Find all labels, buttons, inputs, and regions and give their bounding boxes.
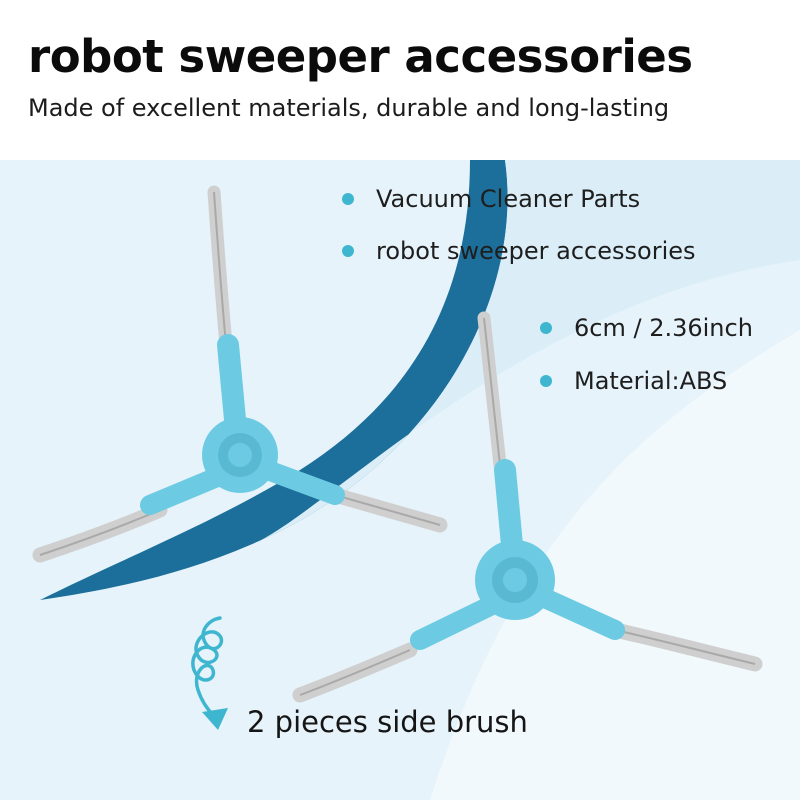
- page-title: robot sweeper accessories: [28, 30, 693, 83]
- curly-arrow-icon: [191, 616, 228, 730]
- header-band: [0, 0, 800, 160]
- side-brush-1: [32, 185, 448, 563]
- side-brush-2: [292, 311, 763, 703]
- header: robot sweeper accessories Made of excell…: [0, 0, 800, 160]
- bullet-dot-icon: [540, 375, 552, 387]
- white-sweep: [430, 330, 800, 800]
- feature-label: robot sweeper accessories: [376, 237, 696, 265]
- bullet-dot-icon: [342, 193, 354, 205]
- feature-item: robot sweeper accessories: [342, 237, 696, 265]
- feature-label: Material:ABS: [574, 367, 728, 395]
- feature-label: 6cm / 2.36inch: [574, 314, 753, 342]
- page-subtitle: Made of excellent materials, durable and…: [28, 94, 670, 122]
- bullet-dot-icon: [540, 322, 552, 334]
- feature-item: 6cm / 2.36inch: [540, 314, 753, 342]
- feature-item: Vacuum Cleaner Parts: [342, 185, 640, 213]
- feature-item: Material:ABS: [540, 367, 727, 395]
- light-arc: [250, 160, 800, 545]
- feature-label: Vacuum Cleaner Parts: [376, 185, 641, 213]
- bullet-dot-icon: [342, 245, 354, 257]
- dark-swoosh: [40, 160, 508, 600]
- product-caption: 2 pieces side brush: [247, 705, 528, 739]
